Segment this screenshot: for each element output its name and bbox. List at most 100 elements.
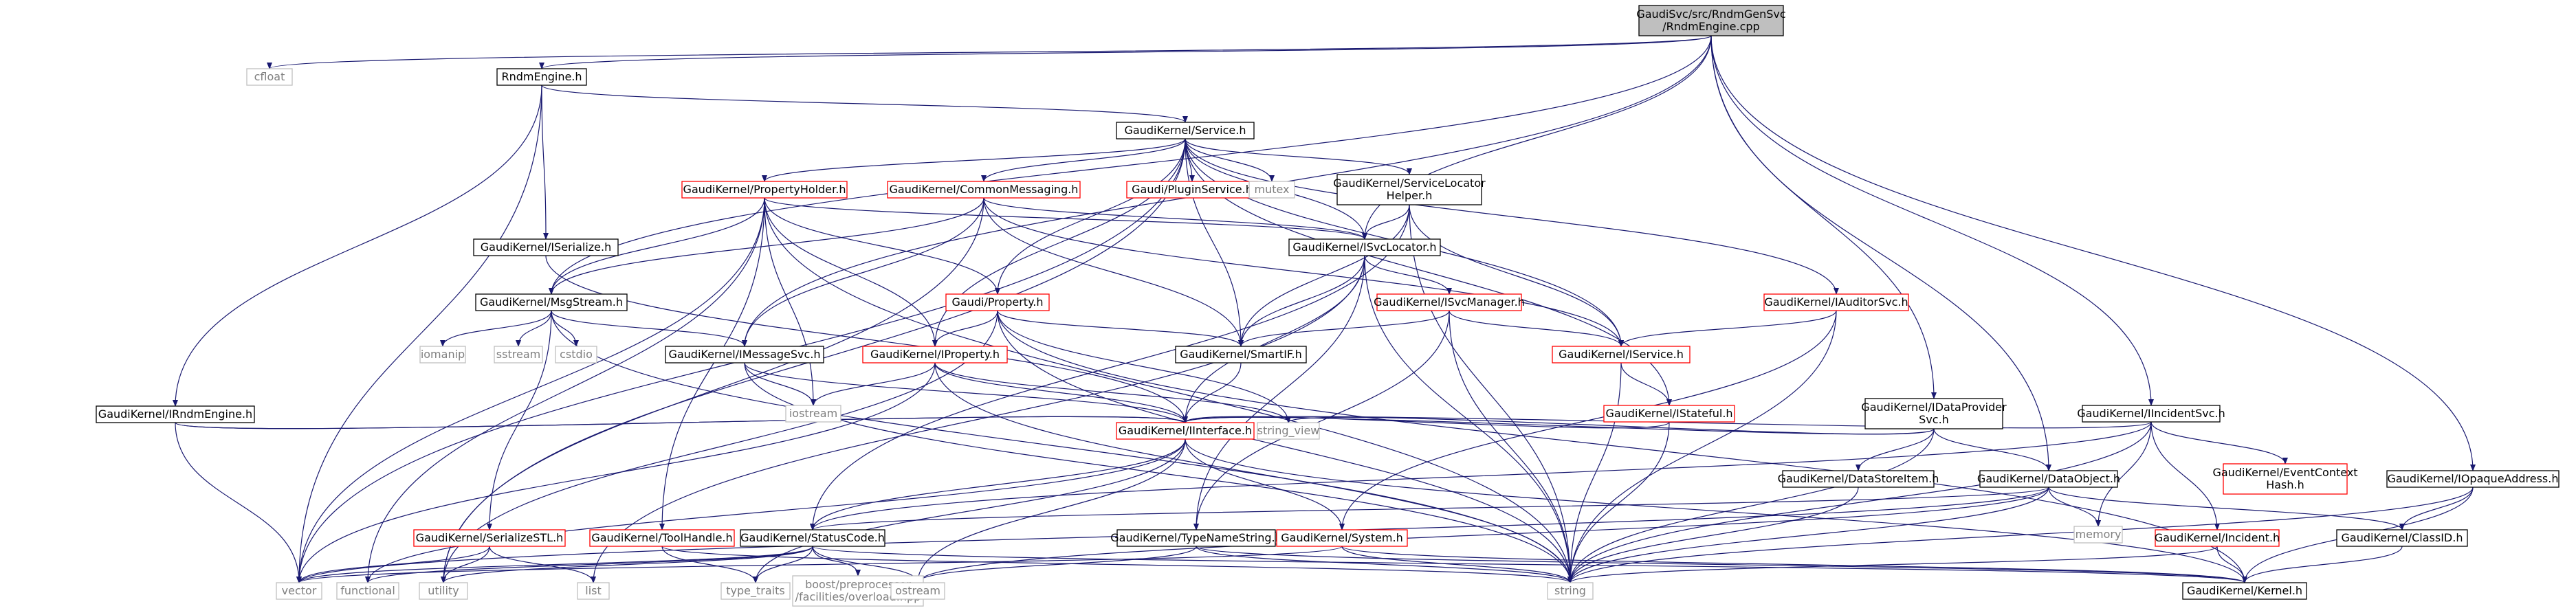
- edge-propertyholder-to-functional: [365, 197, 765, 583]
- edge-statuscode-to-utility: [441, 546, 813, 583]
- edge-idataprovidersvc-to-datastoreitem: [1856, 428, 1935, 471]
- edge-commonmessaging-to-smartif: [983, 197, 1244, 347]
- edge-service_h-to-servicelocatorhelper: [1185, 138, 1412, 175]
- edge-root-to-iopaqueaddress: [1710, 35, 2476, 471]
- edge-serializestl-to-utility: [441, 546, 490, 583]
- node-kernel[interactable]: GaudiKernel/Kernel.h: [2182, 582, 2307, 600]
- node-typenamestring-box: [1116, 529, 1276, 547]
- node-smartif[interactable]: GaudiKernel/SmartIF.h: [1175, 346, 1307, 364]
- node-eventcontexthash-box: [2223, 463, 2348, 495]
- node-istateful-box: [1603, 405, 1735, 423]
- node-isvcmanager[interactable]: GaudiKernel/ISvcManager.h: [1374, 293, 1525, 311]
- node-list-label: list: [585, 584, 602, 597]
- edge-propertyholder-to-toolhandle: [659, 197, 765, 530]
- node-statuscode-box: [740, 529, 885, 547]
- node-toolhandle-label: GaudiKernel/ToolHandle.h: [591, 531, 732, 544]
- node-commonmessaging[interactable]: GaudiKernel/CommonMessaging.h: [887, 181, 1081, 199]
- edge-idataprovidersvc-to-string: [1567, 428, 1935, 583]
- edge-iinterface-to-statuscode: [810, 438, 1186, 530]
- node-isvclocator[interactable]: GaudiKernel/ISvcLocator.h: [1288, 238, 1441, 256]
- node-memory: memory: [2073, 526, 2123, 544]
- edge-msgstream-to-serializestl: [487, 310, 552, 530]
- node-pluginservice-label: Gaudi/PluginService.h: [1132, 183, 1253, 196]
- node-irndmengine[interactable]: GaudiKernel/IRndmEngine.h: [96, 405, 255, 423]
- edge-imessagesvc-to-iostream: [744, 362, 816, 406]
- node-functional: functional: [336, 582, 399, 600]
- node-rndmengine_h-label: RndmEngine.h: [501, 70, 582, 83]
- edge-isvclocator-to-string: [1364, 255, 1573, 583]
- node-isvclocator-label: GaudiKernel/ISvcLocator.h: [1292, 241, 1436, 254]
- node-iomanip-box: [419, 346, 466, 364]
- edge-isvclocator-to-typenamestring: [1193, 255, 1365, 530]
- edge-propertyholder-to-iostream: [764, 197, 816, 406]
- edge-iservice-to-string: [1567, 362, 1622, 583]
- node-service_h[interactable]: GaudiKernel/Service.h: [1116, 122, 1255, 139]
- node-rndmengine_h[interactable]: RndmEngine.h: [496, 68, 587, 86]
- edge-root-to-iincidentsvc: [1710, 35, 2154, 406]
- node-toolhandle[interactable]: GaudiKernel/ToolHandle.h: [589, 529, 735, 547]
- edge-statuscode-to-boostpp: [812, 546, 861, 577]
- node-iostream: iostream: [785, 405, 841, 423]
- node-imessagesvc-box: [665, 346, 824, 364]
- node-system[interactable]: GaudiKernel/System.h: [1276, 529, 1408, 547]
- node-istateful[interactable]: GaudiKernel/IStateful.h: [1603, 405, 1735, 423]
- node-string_view-box: [1257, 422, 1320, 440]
- node-isvcmanager-label: GaudiKernel/ISvcManager.h: [1374, 295, 1525, 309]
- edge-propertyholder-to-vector: [296, 197, 765, 583]
- node-mutex-box: [1248, 181, 1295, 199]
- node-propertyholder[interactable]: GaudiKernel/PropertyHolder.h: [681, 181, 848, 199]
- node-imessagesvc[interactable]: GaudiKernel/IMessageSvc.h: [665, 346, 824, 364]
- node-iomanip-label: iomanip: [421, 348, 465, 361]
- node-isvclocator-box: [1288, 238, 1441, 256]
- edge-iinterface-to-system: [1185, 438, 1345, 530]
- node-root[interactable]: GaudiSvc/src/RndmGenSvc/RndmEngine.cpp: [1636, 5, 1786, 36]
- node-iproperty-box: [862, 346, 1008, 364]
- node-iproperty[interactable]: GaudiKernel/IProperty.h: [862, 346, 1008, 364]
- edge-statuscode-to-kernel: [812, 546, 2247, 583]
- edge-dataobject-to-classid: [2048, 487, 2405, 530]
- node-iinterface[interactable]: GaudiKernel/IInterface.h: [1116, 422, 1255, 440]
- edge-typenamestring-to-string: [1196, 546, 1573, 583]
- node-iserialize[interactable]: GaudiKernel/ISerialize.h: [473, 238, 619, 256]
- node-iauditorsvc[interactable]: GaudiKernel/IAuditorSvc.h: [1763, 293, 1909, 311]
- edge-irndmengine-to-vector: [175, 422, 302, 583]
- node-propertyholder-box: [681, 181, 848, 199]
- node-iincidentsvc[interactable]: GaudiKernel/IIncidentSvc.h: [2077, 405, 2225, 423]
- node-iauditorsvc-label: GaudiKernel/IAuditorSvc.h: [1764, 295, 1908, 309]
- node-pluginservice[interactable]: Gaudi/PluginService.h: [1126, 181, 1258, 199]
- node-property[interactable]: Gaudi/Property.h: [945, 293, 1050, 311]
- node-dataobject[interactable]: GaudiKernel/DataObject.h: [1977, 470, 2120, 488]
- node-iservice[interactable]: GaudiKernel/IService.h: [1552, 346, 1691, 364]
- node-serializestl[interactable]: GaudiKernel/SerializeSTL.h: [413, 529, 566, 547]
- edge-iproperty-to-iostream: [811, 362, 936, 406]
- node-utility: utility: [419, 582, 468, 600]
- edge-commonmessaging-to-msgstream: [549, 197, 984, 295]
- node-type_traits-box: [720, 582, 791, 600]
- node-smartif-label: GaudiKernel/SmartIF.h: [1180, 348, 1302, 361]
- node-cstdio-label: cstdio: [560, 348, 593, 361]
- node-iopaqueaddress[interactable]: GaudiKernel/IOpaqueAddress.h: [2386, 470, 2560, 488]
- node-msgstream[interactable]: GaudiKernel/MsgStream.h: [475, 293, 628, 311]
- node-incident[interactable]: GaudiKernel/Incident.h: [2155, 529, 2280, 547]
- node-datastoreitem[interactable]: GaudiKernel/DataStoreItem.h: [1778, 470, 1939, 488]
- edge-layer: [173, 35, 2476, 583]
- node-typenamestring[interactable]: GaudiKernel/TypeNameString.h: [1110, 529, 1282, 547]
- edge-iauditorsvc-to-system: [1339, 310, 1837, 530]
- edge-idataprovidersvc-to-string_view: [1286, 416, 1935, 435]
- node-string-box: [1547, 582, 1594, 600]
- node-string_view-label: string_view: [1257, 424, 1320, 438]
- edge-service_h-to-mutex: [1185, 138, 1275, 182]
- node-classid[interactable]: GaudiKernel/ClassID.h: [2336, 529, 2468, 547]
- node-iinterface-box: [1116, 422, 1255, 440]
- edge-iopaqueaddress-to-classid: [2399, 487, 2474, 530]
- node-layer: GaudiSvc/src/RndmGenSvc/RndmEngine.cppcf…: [96, 5, 2560, 607]
- node-statuscode[interactable]: GaudiKernel/StatusCode.h: [740, 529, 885, 547]
- edge-iauditorsvc-to-iservice: [1618, 310, 1837, 347]
- node-mutex: mutex: [1248, 181, 1295, 199]
- node-iproperty-label: GaudiKernel/IProperty.h: [870, 348, 1000, 361]
- edge-iproperty-to-string: [934, 362, 1573, 583]
- node-sstream: sstream: [494, 346, 543, 364]
